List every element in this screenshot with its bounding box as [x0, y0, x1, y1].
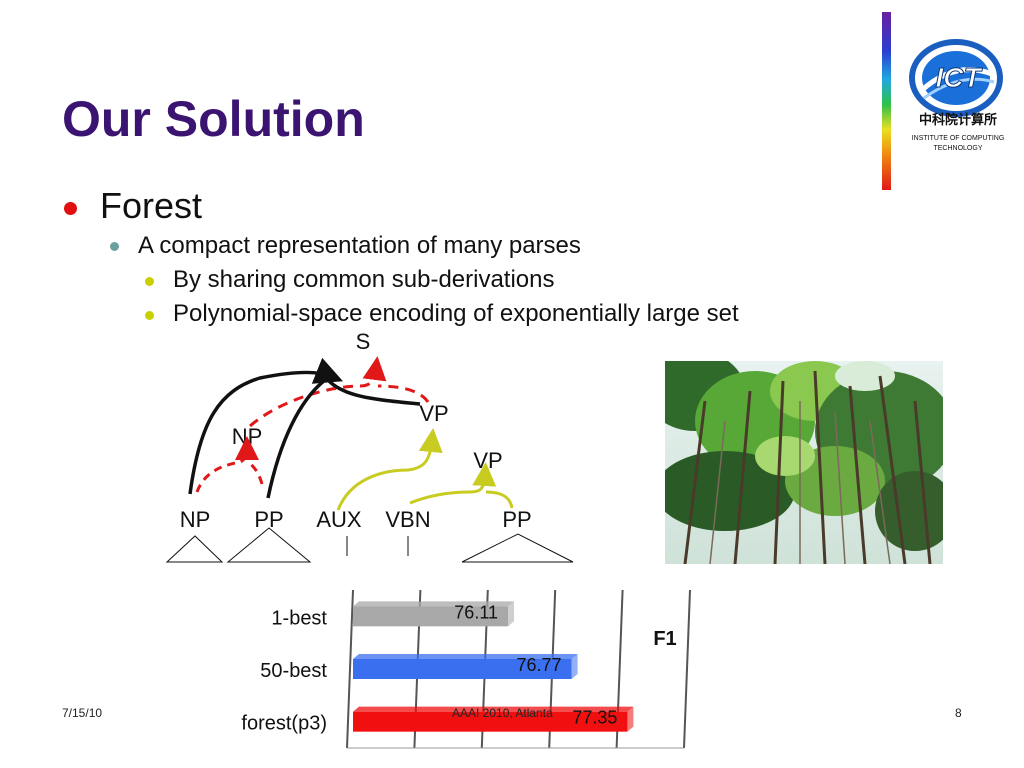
bullet-dot-level3	[145, 277, 154, 286]
category-label: 50-best	[260, 660, 327, 682]
hyperedge-s-np-vp	[249, 356, 387, 428]
leaf-np: NP	[180, 507, 211, 532]
hyperedge-s-np-pp-vp	[188, 357, 344, 495]
data-label: 76.11	[454, 602, 498, 622]
leaf-vbn: VBN	[385, 507, 430, 532]
node-s: S	[356, 329, 371, 354]
hyperedge-s-branch-pp	[266, 378, 327, 499]
bullet-dot-level2	[110, 242, 119, 251]
subtree-triangle	[226, 527, 312, 563]
page-title: Our Solution	[62, 91, 365, 147]
footer-page-number: 8	[955, 706, 962, 720]
data-label: 77.35	[572, 708, 617, 728]
footer-date: 7/15/10	[62, 706, 103, 720]
bullet-level3-item: Polynomial-space encoding of exponential…	[173, 300, 739, 327]
bar-top-face	[353, 601, 515, 607]
bullet-level2: A compact representation of many parses	[138, 232, 581, 259]
hyperedge-s-branch-vp	[326, 378, 421, 406]
logo-line1: INSTITUTE OF COMPUTING	[912, 135, 1005, 142]
bar	[353, 659, 572, 679]
bullet-dot-level3	[145, 311, 154, 320]
bar-end-face	[508, 601, 515, 627]
bullet-dot-level1	[64, 202, 77, 215]
bar	[353, 711, 628, 732]
leaf-pp-right: PP	[502, 507, 531, 532]
forest-photo	[665, 361, 943, 564]
bullet-level1: Forest	[100, 185, 203, 226]
bar-end-face	[571, 654, 578, 679]
category-label: 1-best	[271, 607, 327, 629]
logo-line2: TECHNOLOGY	[933, 145, 982, 152]
bar	[353, 606, 509, 627]
bar-top-face	[353, 654, 578, 659]
logo-chinese-name: 中科院计算所	[919, 112, 997, 127]
node-vp-top: VP	[419, 401, 448, 426]
hyperedge-vp-vbn-pp	[409, 462, 497, 505]
hyperedge-np-np-pp	[195, 436, 259, 493]
rainbow-bar	[882, 12, 891, 190]
subtree-triangle	[165, 535, 224, 563]
chart-legend-label: F1	[653, 628, 676, 650]
hyperedge-s-np-vp-branch	[377, 384, 430, 403]
chart-gridline	[346, 589, 354, 749]
bar-top-face	[353, 706, 634, 712]
hyperedge-vp-vbn-pp-branch	[485, 490, 514, 509]
hyperedge-vp-aux-vp	[336, 428, 443, 511]
subtree-triangle	[461, 533, 574, 563]
data-label: 76.77	[517, 655, 562, 675]
category-label: forest(p3)	[241, 713, 327, 735]
leaf-aux: AUX	[316, 507, 362, 532]
footer-venue: AAAI 2010, Atlanta	[452, 706, 553, 720]
chart-gridline	[683, 589, 691, 749]
hyperedge-np-np-pp-branch	[247, 460, 264, 485]
bullet-level3-item: By sharing common sub-derivations	[173, 266, 555, 293]
logo-wordmark: ICT	[935, 62, 983, 93]
bar-end-face	[627, 706, 634, 732]
ict-logo: ICT 中科院计算所 INSTITUTE OF COMPUTING TECHNO…	[909, 39, 1005, 152]
